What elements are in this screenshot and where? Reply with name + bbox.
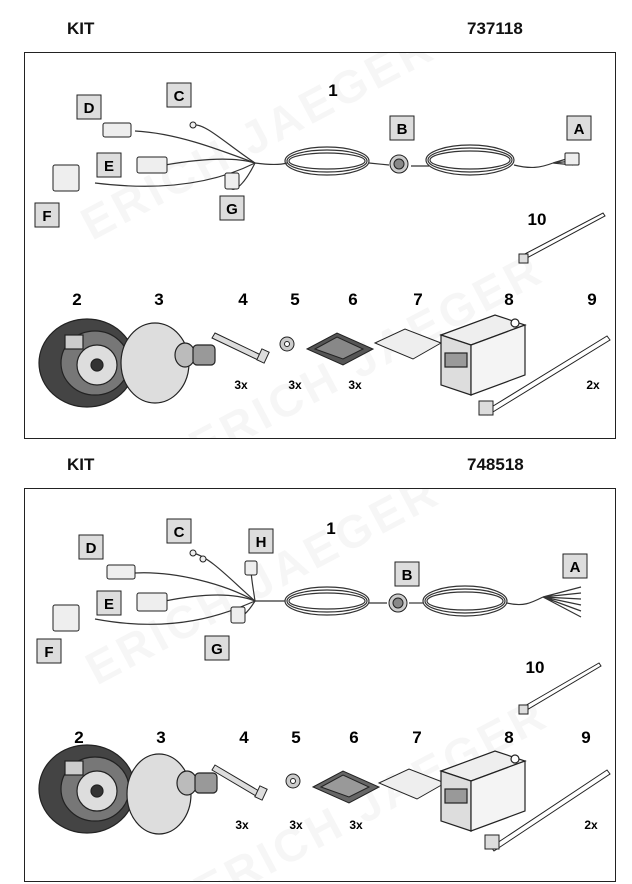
adhesive-pad [311,770,381,804]
part-number-8: 8 [504,728,513,747]
callout-box-a [566,115,592,141]
quantity-6: 3x [348,378,362,392]
callout-box-b [389,115,415,141]
part-number-6: 6 [349,728,358,747]
callout-d: D [84,100,95,117]
part-number-5: 5 [290,290,299,309]
nut [285,773,301,789]
quantity-9: 2x [586,378,600,392]
cable-tie-small [518,212,606,264]
kit-number-1: 737118 [467,19,523,38]
callout-box-g [204,635,230,661]
callout-g: G [211,641,223,658]
kit-panel-2: ERICH JAEGER ERICH JAEGER [24,488,616,882]
kit-number-2: 748518 [467,455,524,474]
quantity-4: 3x [234,378,248,392]
callout-h: H [256,534,267,551]
part-number-3: 3 [154,290,163,309]
callout-f: F [44,644,53,661]
kit-panel-1: ERICH JAEGER ERICH JAEGER [24,52,616,439]
callout-box-d [76,94,102,120]
callout-b: B [397,121,408,138]
kit-label-1: KIT [67,19,95,38]
callout-box-e [96,152,122,178]
part-number-3: 3 [156,728,165,747]
bolt [211,764,268,801]
control-module [439,750,527,832]
callout-box-e [96,590,122,616]
part-number-8: 8 [504,290,513,309]
part-number-2: 2 [74,728,83,747]
harness-connectors [52,121,580,192]
callout-box-f [34,202,60,228]
kit-diagram-2: ERICH JAEGER ERICH JAEGER [36,489,611,852]
callout-e: E [104,158,114,175]
part-number-9: 9 [581,728,590,747]
adhesive-pad [305,332,375,366]
part-number-1: 1 [328,81,337,100]
part-number-10: 10 [528,210,547,229]
quantity-5: 3x [289,818,303,832]
part-number-4: 4 [239,728,249,747]
kit-label-2: KIT [67,455,95,474]
trailer-socket [38,318,136,408]
callout-box-d [78,534,104,560]
socket-seal [126,753,218,835]
callout-f: F [42,208,51,225]
part-number-6: 6 [348,290,357,309]
callout-a: A [574,121,585,138]
callout-d: D [86,540,97,557]
cable-tie-large [484,769,611,852]
part-number-10: 10 [526,658,545,677]
part-number-9: 9 [587,290,596,309]
quantity-5: 3x [288,378,302,392]
callout-g: G [226,201,238,218]
watermark: ERICH JAEGER [72,53,443,250]
callout-e: E [104,596,114,613]
quantity-4: 3x [235,818,249,832]
callout-box-b [394,561,420,587]
callout-box-h [248,528,274,554]
part-number-1: 1 [326,519,335,538]
callout-box-g [219,195,245,221]
callout-c: C [174,88,185,105]
quantity-6: 3x [349,818,363,832]
socket-seal [120,322,216,404]
nut [279,336,295,352]
callout-box-f [36,638,62,664]
part-number-4: 4 [238,290,248,309]
callout-box-c [166,518,192,544]
part-number-2: 2 [72,290,81,309]
callout-a: A [570,559,581,576]
kit-diagram-1: ERICH JAEGER ERICH JAEGER [34,53,611,416]
callout-box-c [166,82,192,108]
trailer-socket [38,744,136,834]
quantity-9: 2x [584,818,598,832]
cable-tie-small [518,662,602,715]
callout-b: B [402,567,413,584]
part-number-5: 5 [291,728,300,747]
part-number-7: 7 [412,728,421,747]
part-number-7: 7 [413,290,422,309]
callout-c: C [174,524,185,541]
callout-box-a [562,553,588,579]
harness-connectors [52,549,408,632]
bolt [211,332,270,364]
cable-tie-large [478,335,611,416]
watermark: ERICH JAEGER [77,489,448,695]
control-module [439,314,527,396]
